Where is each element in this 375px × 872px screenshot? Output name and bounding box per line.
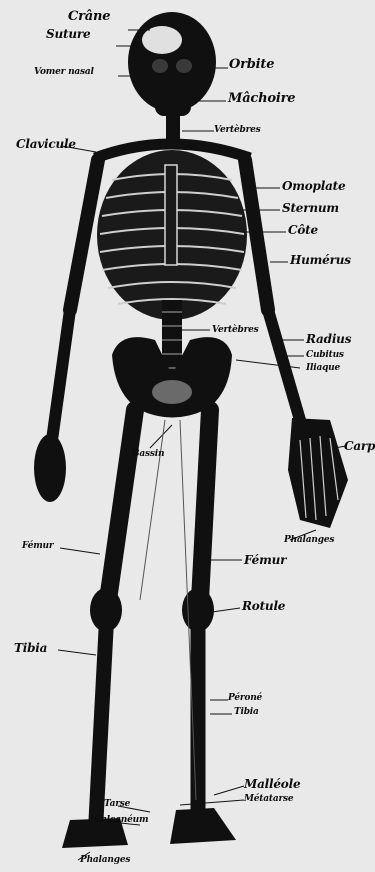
sternum xyxy=(165,165,177,265)
label-os-nasal: Vomer nasal xyxy=(34,68,94,77)
label-sternum: Sternum xyxy=(282,202,339,214)
label-phalanges-main: Phalanges xyxy=(284,536,334,545)
tibia-left xyxy=(96,630,106,820)
label-iliaque: Iliaque xyxy=(306,364,340,373)
label-tibia-right: Tibia xyxy=(234,708,259,717)
label-machoire: Mâchoire xyxy=(228,92,295,105)
label-tibia-left: Tibia xyxy=(14,642,47,654)
label-carpe: Carpe xyxy=(344,440,375,452)
label-cote: Côte xyxy=(288,224,318,236)
humerus-left xyxy=(70,160,98,310)
label-clavicule: Clavicule xyxy=(16,138,76,150)
hand-left xyxy=(34,434,66,502)
pelvis-opening xyxy=(152,380,192,404)
label-orbite: Orbite xyxy=(229,58,274,71)
label-humerus: Humérus xyxy=(290,254,351,266)
label-radius: Radius xyxy=(306,333,351,345)
label-femur-right: Fémur xyxy=(244,554,286,566)
label-calcaneum: Calcanéum xyxy=(94,816,148,825)
humerus-right xyxy=(245,160,268,310)
label-omoplate: Omoplate xyxy=(282,180,345,192)
label-rotule: Rotule xyxy=(242,600,285,612)
label-cubitus: Cubitus xyxy=(306,351,344,360)
label-metatarse: Métatarse xyxy=(244,795,293,804)
label-malleole: Malléole xyxy=(244,778,300,790)
eye-socket-right xyxy=(176,59,192,73)
foot-right xyxy=(170,808,236,844)
forearm-left xyxy=(52,310,70,440)
label-crane: Crâne xyxy=(68,10,110,23)
femur-left xyxy=(108,410,135,600)
hand-right xyxy=(288,418,348,528)
neck xyxy=(166,112,180,142)
label-bassin: Bassin xyxy=(132,450,164,459)
label-tarse: Tarse xyxy=(104,800,130,809)
label-vertebres-lombaires: Vertèbres xyxy=(212,326,259,335)
label-perone: Péroné xyxy=(228,694,262,703)
femur-right xyxy=(200,410,210,600)
eye-socket-left xyxy=(152,59,168,73)
label-vertebres: Vertèbres xyxy=(214,126,261,135)
label-suture: Suture xyxy=(46,28,90,40)
label-phalanges-pied: Phalanges xyxy=(80,856,130,865)
label-femur-left: Fémur xyxy=(22,542,53,551)
